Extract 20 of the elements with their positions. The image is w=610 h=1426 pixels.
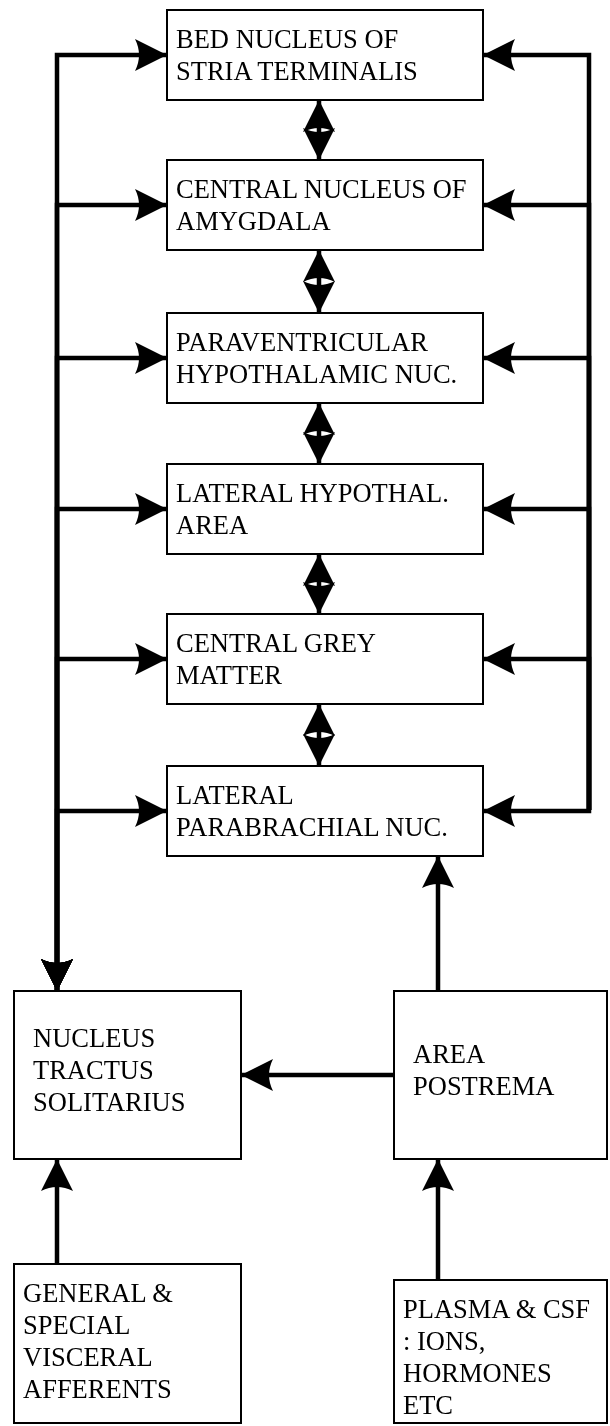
- region-label: LATERAL HYPOTHAL. AREA: [176, 477, 450, 541]
- region-label: GENERAL & SPECIAL VISCERAL AFFERENTS: [23, 1277, 174, 1405]
- region-box: [166, 613, 484, 705]
- region-label: BED NUCLEUS OF STRIA TERMINALIS: [176, 23, 419, 87]
- region-label: NUCLEUS TRACTUS SOLITARIUS: [33, 1022, 187, 1118]
- region-label: CENTRAL NUCLEUS OF AMYGDALA: [176, 173, 468, 237]
- region-box: [13, 1263, 242, 1424]
- region-box: [393, 990, 608, 1160]
- region-box: [166, 9, 484, 101]
- region-box: [166, 463, 484, 555]
- region-label: LATERAL PARABRACHIAL NUC.: [176, 779, 449, 843]
- region-label: PLASMA & CSF : IONS, HORMONES ETC: [403, 1293, 592, 1421]
- region-box: [13, 990, 242, 1160]
- region-label: AREA POSTREMA: [413, 1038, 556, 1102]
- region-box: [166, 765, 484, 857]
- region-label: CENTRAL GREY MATTER: [176, 627, 377, 691]
- region-box: [166, 312, 484, 404]
- region-box: [393, 1279, 608, 1424]
- region-label: PARAVENTRICULAR HYPOTHALAMIC NUC.: [176, 326, 459, 390]
- region-box: [166, 159, 484, 251]
